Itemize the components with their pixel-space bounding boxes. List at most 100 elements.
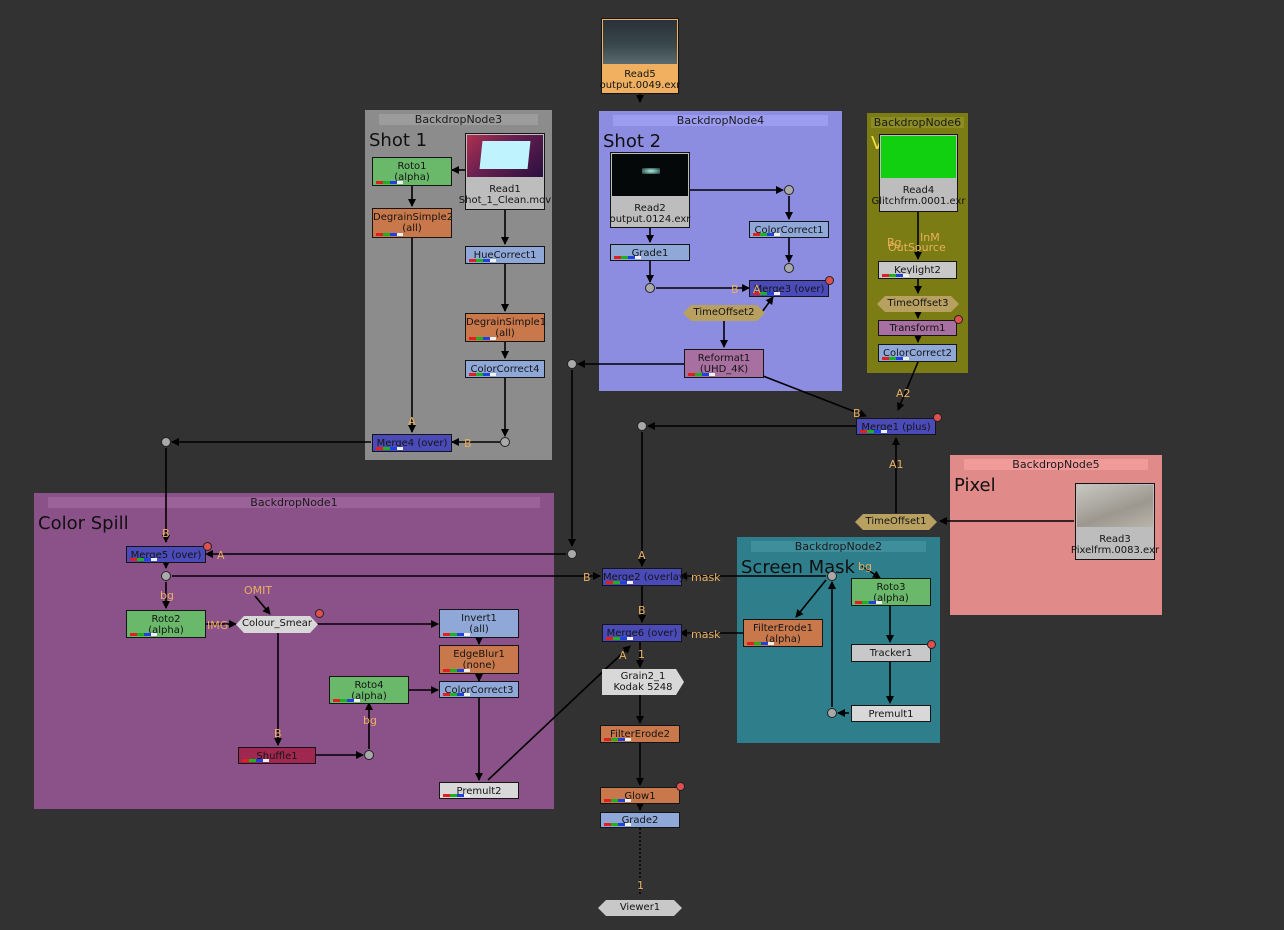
colorcorrect2-node[interactable]: ColorCorrect2: [878, 344, 957, 362]
read1-node[interactable]: Read1 Shot_1_Clean.mov: [459, 133, 551, 210]
dot-node[interactable]: [784, 185, 794, 195]
dot-node[interactable]: [500, 437, 510, 447]
pipe-label-a2: A2: [896, 387, 911, 400]
channel-indicator: [443, 794, 477, 797]
viewer1-node[interactable]: Viewer1: [598, 900, 682, 916]
grade2-name: Grade2: [621, 815, 659, 826]
filtererode1-node[interactable]: FilterErode1 (alpha): [743, 619, 823, 647]
channel-indicator: [333, 699, 367, 702]
roto3-node[interactable]: Roto3 (alpha): [851, 578, 931, 606]
roto4-sub: (alpha): [351, 691, 387, 702]
merge2-name: Merge2 (overlay): [603, 572, 689, 583]
dot-node[interactable]: [637, 421, 647, 431]
dot-node[interactable]: [161, 437, 171, 447]
roto1-node[interactable]: Roto1 (alpha): [372, 157, 452, 186]
tracker1-node[interactable]: Tracker1: [851, 644, 931, 662]
mask-indicator: [933, 413, 942, 422]
colorcorrect3-node[interactable]: ColorCorrect3: [439, 681, 519, 698]
premult2-node[interactable]: Premult2: [439, 782, 519, 799]
backdrop-label: Color Spill: [38, 513, 129, 534]
timeoffset1-name: TimeOffset1: [865, 516, 927, 527]
degrainsimple2-sub: (all): [402, 223, 422, 234]
filtererode2-name: FilterErode2: [610, 729, 670, 740]
transform1-node[interactable]: Transform1: [878, 320, 957, 336]
invert1-node[interactable]: Invert1 (all): [439, 609, 519, 638]
colorcorrect1-node[interactable]: ColorCorrect1: [749, 221, 829, 238]
shuffle1-name: Shuffle1: [256, 751, 298, 762]
degrainsimple2-name: DegrainSimple2: [373, 212, 454, 223]
backdrop-label: Pixel: [954, 475, 996, 496]
shuffle1-node[interactable]: Shuffle1: [238, 747, 316, 764]
read5-name: Read5: [624, 69, 656, 80]
merge4-node[interactable]: Merge4 (over): [372, 434, 452, 452]
huecorrect1-node[interactable]: HueCorrect1: [465, 246, 545, 264]
dot-node[interactable]: [364, 750, 374, 760]
premult1-node[interactable]: Premult1: [851, 705, 931, 722]
read4-node[interactable]: Read4 Glitchfrm.0001.exr: [871, 134, 966, 212]
colour-smear-node[interactable]: Colour_Smear: [236, 616, 318, 633]
pipe-label-img: IMG: [207, 619, 229, 632]
read2-name: Read2: [634, 203, 666, 214]
read5-thumbnail: [603, 20, 677, 64]
merge5-node[interactable]: Merge5 (over): [126, 546, 206, 563]
pipe-label-mask: mask: [691, 628, 721, 641]
backdrop-label: Shot 2: [603, 131, 662, 152]
degrainsimple1-sub: (all): [495, 328, 515, 339]
channel-indicator: [882, 274, 916, 277]
read3-thumbnail: [1077, 485, 1153, 527]
degrainsimple1-node[interactable]: DegrainSimple1 (all): [465, 313, 546, 342]
grain2-1-node[interactable]: Grain2_1 Kodak 5248: [602, 669, 684, 695]
pipe-label-bg: bg: [160, 589, 174, 602]
read2-thumbnail: [612, 154, 688, 196]
roto4-node[interactable]: Roto4 (alpha): [329, 676, 409, 704]
dot-node[interactable]: [784, 263, 794, 273]
merge2-node[interactable]: Merge2 (overlay): [602, 568, 689, 586]
merge1-node[interactable]: Merge1 (plus): [856, 418, 936, 435]
roto2-sub: (alpha): [148, 625, 184, 636]
dot-node[interactable]: [645, 283, 655, 293]
reformat1-name: Reformat1: [697, 353, 751, 364]
glow1-node[interactable]: Glow1: [600, 787, 680, 804]
invert1-sub: (all): [469, 624, 489, 635]
merge6-node[interactable]: Merge6 (over): [602, 624, 682, 642]
timeoffset1-node[interactable]: TimeOffset1: [855, 514, 937, 530]
glow-spot: [642, 168, 660, 174]
read2-node[interactable]: Read2 output.0124.exr: [610, 152, 690, 228]
reformat1-node[interactable]: Reformat1 (UHD_4K): [684, 349, 764, 378]
merge3-name: Merge3 (over): [753, 284, 825, 295]
backdrop-title: BackdropNode2: [751, 541, 926, 552]
glow1-name: Glow1: [624, 791, 656, 802]
colorcorrect4-node[interactable]: ColorCorrect4: [465, 360, 545, 378]
timeoffset3-node[interactable]: TimeOffset3: [877, 296, 959, 312]
pipe-label-a: A: [217, 549, 225, 562]
keylight2-node[interactable]: Keylight2: [878, 261, 957, 279]
degrainsimple2-node[interactable]: DegrainSimple2 (all): [372, 208, 454, 238]
filtererode2-node[interactable]: FilterErode2: [600, 725, 680, 743]
grade1-node[interactable]: Grade1: [610, 244, 690, 261]
channel-indicator: [747, 642, 781, 645]
channel-indicator: [860, 430, 894, 433]
grade2-node[interactable]: Grade2: [600, 812, 680, 828]
timeoffset2-name: TimeOffset2: [693, 307, 755, 318]
merge3-node[interactable]: Merge3 (over): [749, 280, 829, 297]
read1-file: Shot_1_Clean.mov: [458, 195, 552, 206]
transform1-name: Transform1: [889, 323, 946, 334]
dot-node[interactable]: [161, 571, 171, 581]
roto2-node[interactable]: Roto2 (alpha): [126, 610, 206, 638]
channel-indicator: [376, 181, 410, 184]
dot-node[interactable]: [827, 708, 837, 718]
read5-node[interactable]: Read5 output.0049.exr: [600, 18, 680, 94]
dot-node[interactable]: [827, 571, 837, 581]
read5-file: output.0049.exr: [599, 80, 681, 91]
mask-indicator: [203, 542, 212, 551]
mask-indicator: [676, 782, 685, 791]
invert1-name: Invert1: [461, 613, 497, 624]
dot-node[interactable]: [567, 549, 577, 559]
pipe-label-a: A: [753, 283, 761, 296]
edgeblur1-node[interactable]: EdgeBlur1 (none): [439, 645, 519, 674]
dot-node[interactable]: [567, 359, 577, 369]
pipe-label-bg: bg: [363, 714, 377, 727]
read3-node[interactable]: Read3 Pixelfrm.0083.exr: [1071, 483, 1159, 560]
timeoffset2-node[interactable]: TimeOffset2: [683, 305, 765, 321]
